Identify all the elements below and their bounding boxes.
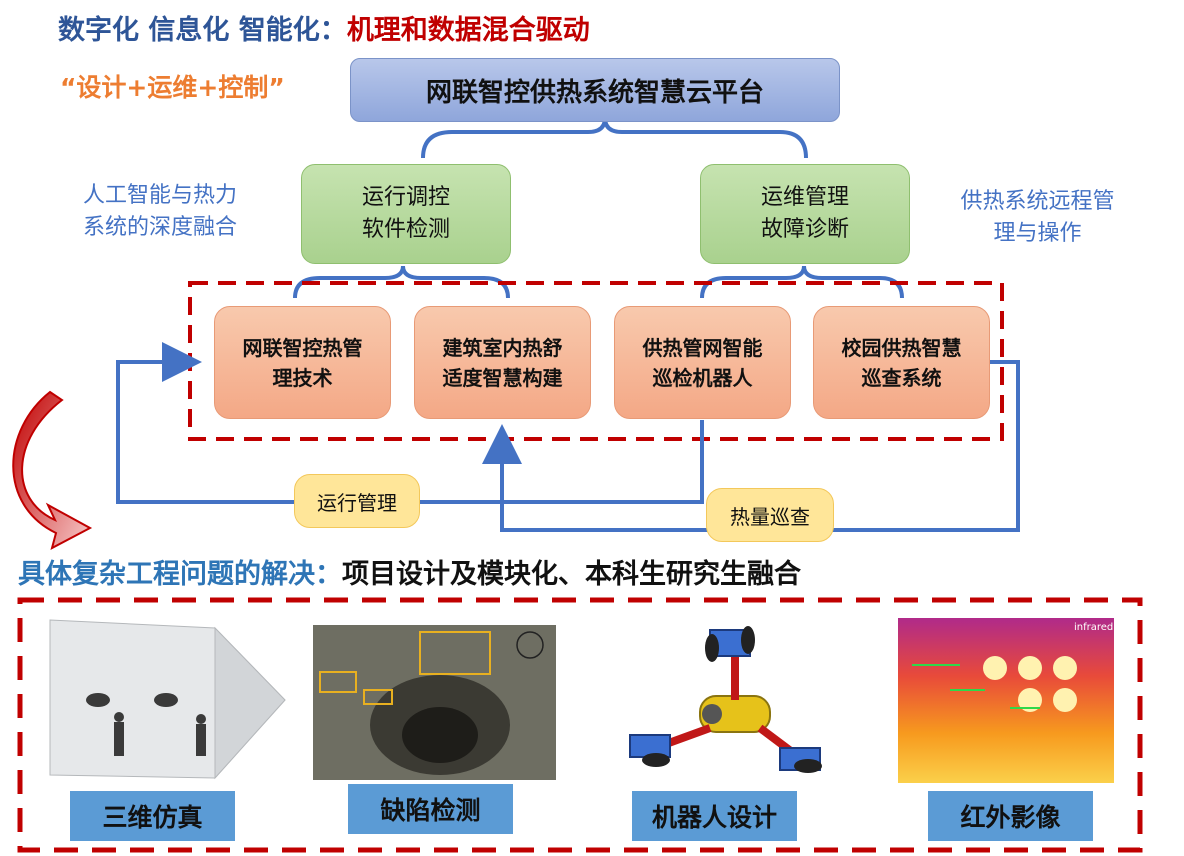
tech-1-line-2: 理技术 bbox=[272, 365, 333, 390]
brace-maint bbox=[700, 265, 904, 299]
cloud-platform-box: 网联智控供热系统智慧云平台 bbox=[350, 58, 840, 122]
operation-module-box: 运行调控 软件检测 bbox=[301, 164, 511, 264]
subtitle: “设计+运维+控制” bbox=[60, 73, 285, 102]
infrared-overlay-text: infrared bbox=[1074, 622, 1114, 633]
tech-3-line-2: 巡检机器人 bbox=[652, 365, 753, 390]
tech-3-line-1: 供热管网智能 bbox=[642, 335, 763, 360]
left-note-line-2: 系统的深度融合 bbox=[82, 215, 237, 240]
run-management-loop bbox=[116, 342, 704, 504]
label-robot-design: 机器人设计 bbox=[632, 791, 797, 841]
maintenance-line-1: 运维管理 bbox=[760, 185, 849, 210]
3d-simulation-image bbox=[49, 619, 286, 780]
brace-ops bbox=[293, 265, 510, 299]
tech-2-line-1: 建筑室内热舒 bbox=[442, 335, 563, 360]
label-infrared-image: 红外影像 bbox=[928, 791, 1093, 841]
run-management-pill: 运行管理 bbox=[294, 474, 420, 528]
pipe-defect-detection-image bbox=[313, 625, 556, 780]
section-title-part-2: 项目设计及模块化、本科生研究生融合 bbox=[342, 559, 801, 590]
tech-box-campus-inspection: 校园供热智慧 巡查系统 bbox=[813, 306, 990, 419]
section-title-part-1: 具体复杂工程问题的解决： bbox=[18, 559, 342, 590]
left-side-note: 人工智能与热力 系统的深度融合 bbox=[60, 180, 260, 244]
tech-4-line-2: 巡查系统 bbox=[861, 365, 942, 390]
inspection-robot-image bbox=[629, 626, 822, 773]
section-title: 具体复杂工程问题的解决：项目设计及模块化、本科生研究生融合 bbox=[18, 552, 801, 591]
right-side-note: 供热系统远程管 理与操作 bbox=[935, 186, 1140, 250]
maintenance-line-2: 故障诊断 bbox=[760, 217, 849, 242]
tech-2-line-2: 适度智慧构建 bbox=[442, 365, 563, 390]
tech-4-line-1: 校园供热智慧 bbox=[841, 335, 962, 360]
tech-box-inspection-robot: 供热管网智能 巡检机器人 bbox=[614, 306, 791, 419]
title-part-1: 数字化 信息化 智能化： bbox=[58, 15, 347, 46]
curved-red-arrow bbox=[12, 390, 93, 550]
maintenance-module-box: 运维管理 故障诊断 bbox=[700, 164, 910, 264]
tech-1-line-1: 网联智控热管 bbox=[242, 335, 363, 360]
label-3d-simulation: 三维仿真 bbox=[70, 791, 235, 841]
operation-line-1: 运行调控 bbox=[361, 185, 450, 210]
heat-inspection-loop bbox=[482, 360, 1020, 532]
right-note-line-1: 供热系统远程管 bbox=[960, 189, 1115, 214]
operation-line-2: 软件检测 bbox=[361, 217, 450, 242]
infrared-image bbox=[898, 618, 1114, 783]
title-part-2: 机理和数据混合驱动 bbox=[346, 15, 590, 46]
tech-box-networked-control: 网联智控热管 理技术 bbox=[214, 306, 391, 419]
page-title: 数字化 信息化 智能化：机理和数据混合驱动 bbox=[58, 8, 590, 47]
label-defect-detection: 缺陷检测 bbox=[348, 784, 513, 834]
right-note-line-2: 理与操作 bbox=[993, 221, 1082, 246]
heat-inspection-pill: 热量巡查 bbox=[706, 488, 834, 542]
tech-box-indoor-comfort: 建筑室内热舒 适度智慧构建 bbox=[414, 306, 591, 419]
brace-platform bbox=[421, 117, 808, 159]
left-note-line-1: 人工智能与热力 bbox=[82, 183, 237, 208]
